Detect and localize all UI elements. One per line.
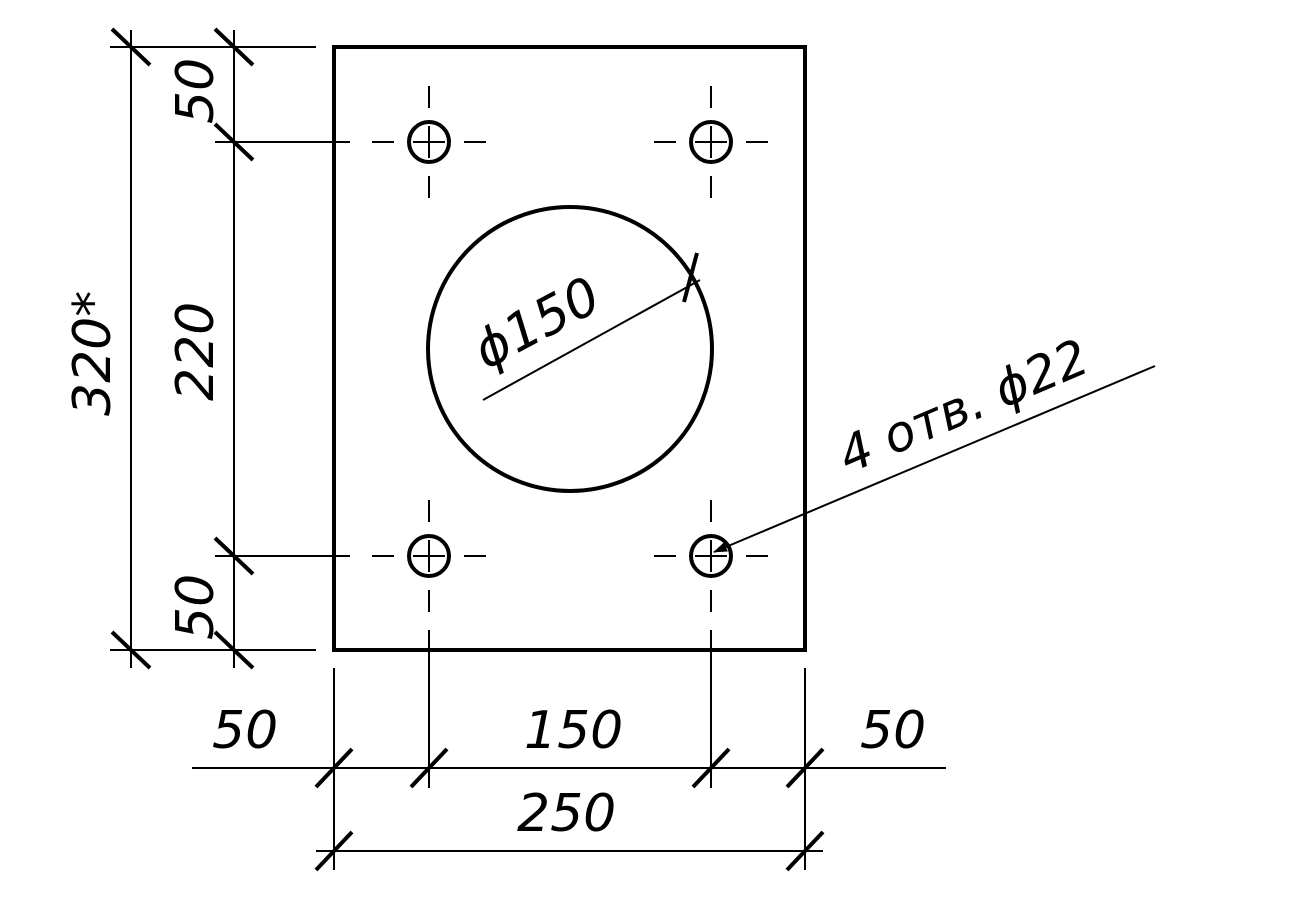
dim-overall-width: 250 [517,784,616,844]
vertical-dimension-lines [130,30,235,668]
plate-outline [332,45,807,652]
dim-hole-spacing-vertical: 220 [166,302,226,401]
small-holes [407,120,733,578]
horizontal-dimension-ticks [314,747,825,872]
dim-bottom-margin: 50 [166,574,226,640]
vertical-dimension-ticks [110,27,255,670]
center-lines [372,86,768,612]
small-hole-top-right [689,120,733,164]
small-hole-bottom-left [407,534,451,578]
center-hole-diameter-tick [682,252,699,303]
center-hole-diameter-leader [482,279,701,401]
small-hole-top-left [407,120,451,164]
horizontal-dimension-lines [192,767,946,852]
dim-hole-spacing-horizontal: 150 [524,701,623,761]
small-hole-bottom-right [689,534,733,578]
dim-overall-height: 320* [63,291,123,416]
left-extension-lines [110,46,350,651]
dim-right-margin: 50 [860,701,926,761]
dim-top-margin: 50 [166,58,226,124]
center-hole [426,205,714,493]
dim-left-margin: 50 [212,701,278,761]
center-hole-diameter-label: ϕ150 [464,266,610,382]
small-holes-leader [713,365,1156,553]
